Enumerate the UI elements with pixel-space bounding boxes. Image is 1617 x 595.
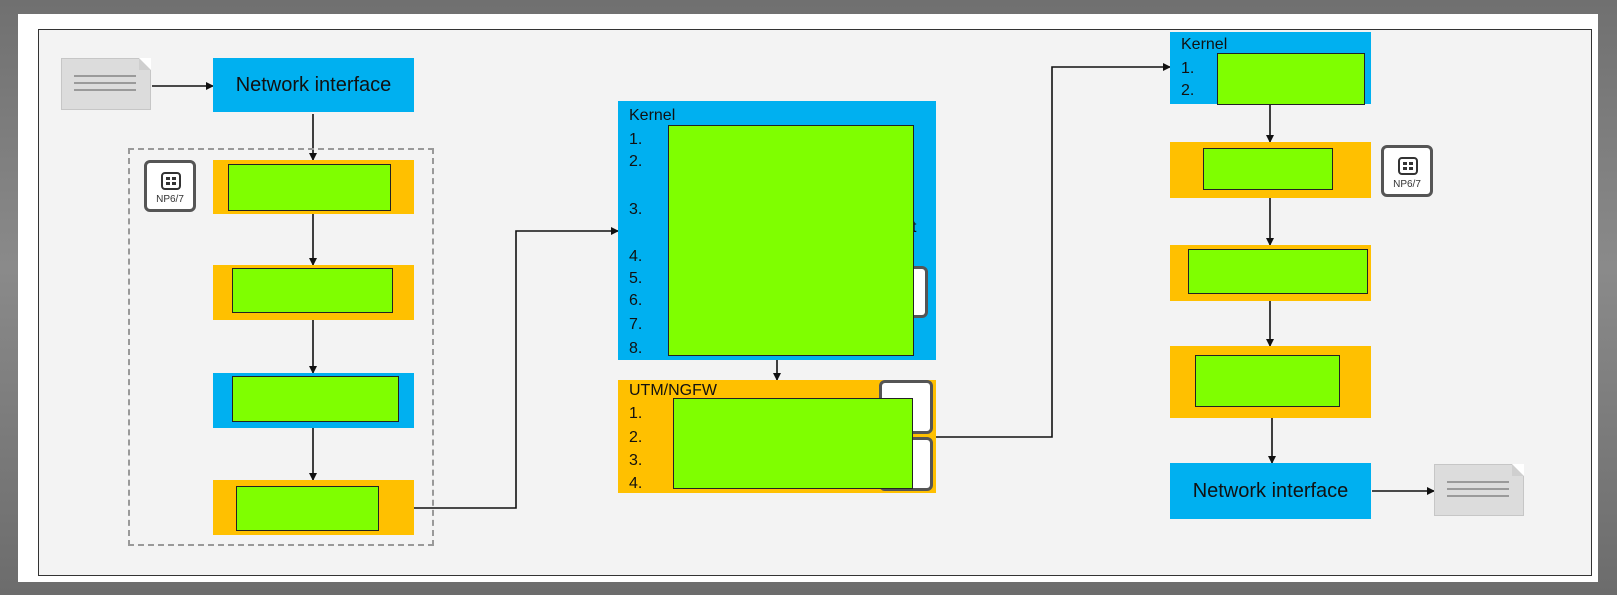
kernel-num: 1. xyxy=(629,131,643,148)
right-stage-2 xyxy=(1170,245,1371,301)
chip-icon xyxy=(1398,157,1418,175)
redacted-block xyxy=(1188,249,1368,294)
np-offload-group xyxy=(128,148,434,546)
left-stage-1 xyxy=(213,160,414,214)
right-kernel-title: Kernel xyxy=(1181,36,1228,53)
right-stage-3 xyxy=(1170,346,1371,418)
kernel-num: 4. xyxy=(629,248,643,265)
kernel-num: 8. xyxy=(629,340,643,357)
np-chip-right-label: NP6/7 xyxy=(1393,179,1421,190)
doc-line xyxy=(74,82,136,84)
kernel-num: 3. xyxy=(629,201,643,218)
right-kernel-block: Kernel 1. 2. xyxy=(1170,32,1371,105)
left-stage-3 xyxy=(213,373,414,428)
arrow-stage4-to-kernel xyxy=(414,227,619,509)
kernel-num: 5. xyxy=(629,270,643,287)
redacted-block xyxy=(236,486,379,531)
redacted-block xyxy=(668,125,914,356)
doc-line xyxy=(74,89,136,91)
redacted-block xyxy=(1203,148,1333,190)
utm-num: 3. xyxy=(629,452,643,469)
output-interface-label: Network interface xyxy=(1192,479,1349,502)
doc-line xyxy=(74,75,136,77)
doc-fold xyxy=(139,58,151,70)
utm-ngfw-block: UTM/NGFW 1. 2. 3. 4. xyxy=(618,380,936,493)
utm-num: 1. xyxy=(629,405,643,422)
input-network-interface: Network interface xyxy=(213,58,414,112)
np-chip-left: NP6/7 xyxy=(144,160,196,212)
redacted-block xyxy=(1217,53,1365,105)
output-network-interface: Network interface xyxy=(1170,463,1371,519)
doc-line xyxy=(1447,481,1509,483)
kernel-partial-text: t xyxy=(912,219,917,236)
kernel-num: 7. xyxy=(629,316,643,333)
utm-num: 2. xyxy=(629,429,643,446)
left-stage-4 xyxy=(213,480,414,535)
arrow-utm-to-right-kernel xyxy=(935,63,1171,438)
np-chip-left-label: NP6/7 xyxy=(156,194,184,205)
output-packet-document-icon xyxy=(1434,464,1524,516)
redacted-block xyxy=(1195,355,1340,407)
chip-icon xyxy=(161,172,181,190)
kernel-title: Kernel xyxy=(629,107,676,124)
input-packet-document-icon xyxy=(61,58,151,110)
doc-line xyxy=(1447,488,1509,490)
redacted-block xyxy=(228,164,391,211)
right-kernel-num: 1. xyxy=(1181,60,1195,77)
left-stage-2 xyxy=(213,265,414,320)
utm-title: UTM/NGFW xyxy=(629,382,717,399)
doc-line xyxy=(1447,495,1509,497)
doc-fold xyxy=(1512,464,1524,476)
input-interface-label: Network interface xyxy=(235,73,392,96)
utm-num: 4. xyxy=(629,475,643,492)
kernel-block: Kernel 1. 2. 3. 4. 5. 6. 7. 8. t xyxy=(618,101,936,360)
np-chip-right: NP6/7 xyxy=(1381,145,1433,197)
kernel-num: 6. xyxy=(629,292,643,309)
redacted-block xyxy=(232,268,393,313)
redacted-block xyxy=(673,398,913,489)
right-stage-1 xyxy=(1170,142,1371,198)
redacted-block xyxy=(232,376,399,422)
right-kernel-num: 2. xyxy=(1181,82,1195,99)
kernel-num: 2. xyxy=(629,153,643,170)
